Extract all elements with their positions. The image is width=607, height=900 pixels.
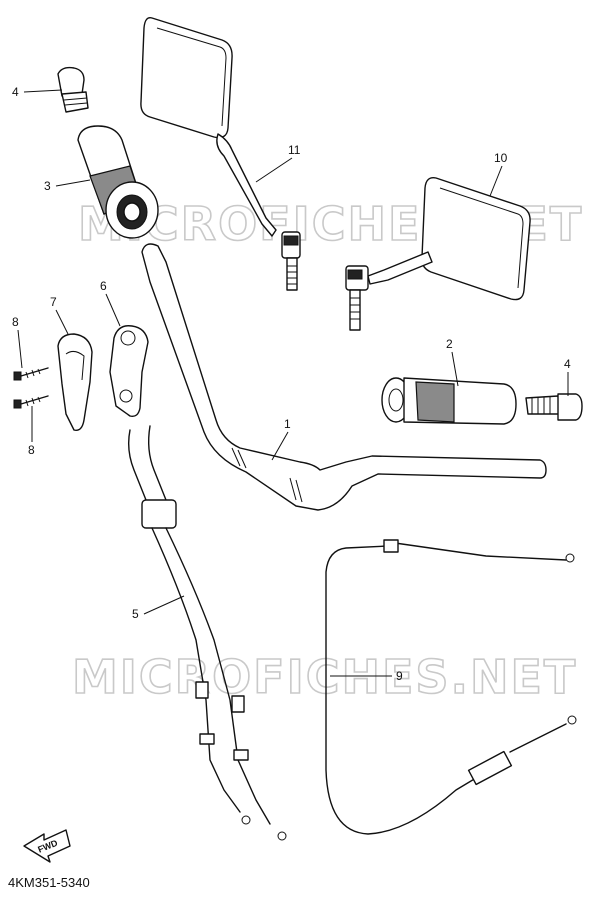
callout-2: 2 (446, 337, 459, 387)
screw-upper (13, 367, 49, 381)
callout-4-left: 4 (12, 85, 63, 99)
callout-number: 4 (564, 357, 571, 371)
switch-housing (109, 325, 149, 418)
callout-number: 6 (100, 279, 107, 293)
grip-end-right (525, 393, 583, 421)
right-mirror (345, 177, 531, 331)
watermark-bottom: MICROFICHES.NET (72, 650, 577, 704)
callout-number: 2 (446, 337, 453, 351)
left-mirror (140, 17, 301, 291)
callout-5: 5 (132, 595, 185, 621)
handlebar (141, 243, 547, 511)
callout-number: 9 (396, 669, 403, 683)
lever-bracket (57, 333, 93, 431)
callout-8-lower: 8 (28, 406, 35, 457)
grip-end-left (57, 66, 89, 113)
clutch-cable (325, 539, 577, 835)
callout-number: 11 (288, 143, 301, 157)
callout-10: 10 (489, 151, 508, 197)
callout-6: 6 (100, 279, 121, 327)
callout-9: 9 (330, 669, 403, 683)
callout-number: 8 (28, 443, 35, 457)
callout-4-right: 4 (564, 357, 571, 396)
callout-number: 4 (12, 85, 19, 99)
callout-11: 11 (255, 143, 301, 183)
callout-number: 5 (132, 607, 139, 621)
callout-number: 1 (284, 417, 291, 431)
fwd-arrow: FWD (23, 829, 71, 863)
callout-number: 7 (50, 295, 57, 309)
callout-number: 3 (44, 179, 51, 193)
throttle-cables (127, 425, 287, 841)
callout-number: 10 (494, 151, 508, 165)
screw-lower (13, 395, 49, 409)
callout-3: 3 (44, 179, 91, 193)
left-grip (77, 125, 159, 239)
right-grip (381, 377, 517, 425)
callout-number: 8 (12, 315, 19, 329)
diagram-part-number: 4KM351-5340 (8, 875, 90, 890)
callout-7: 7 (50, 295, 69, 335)
callout-1: 1 (271, 417, 291, 461)
callout-8-upper: 8 (12, 315, 23, 369)
